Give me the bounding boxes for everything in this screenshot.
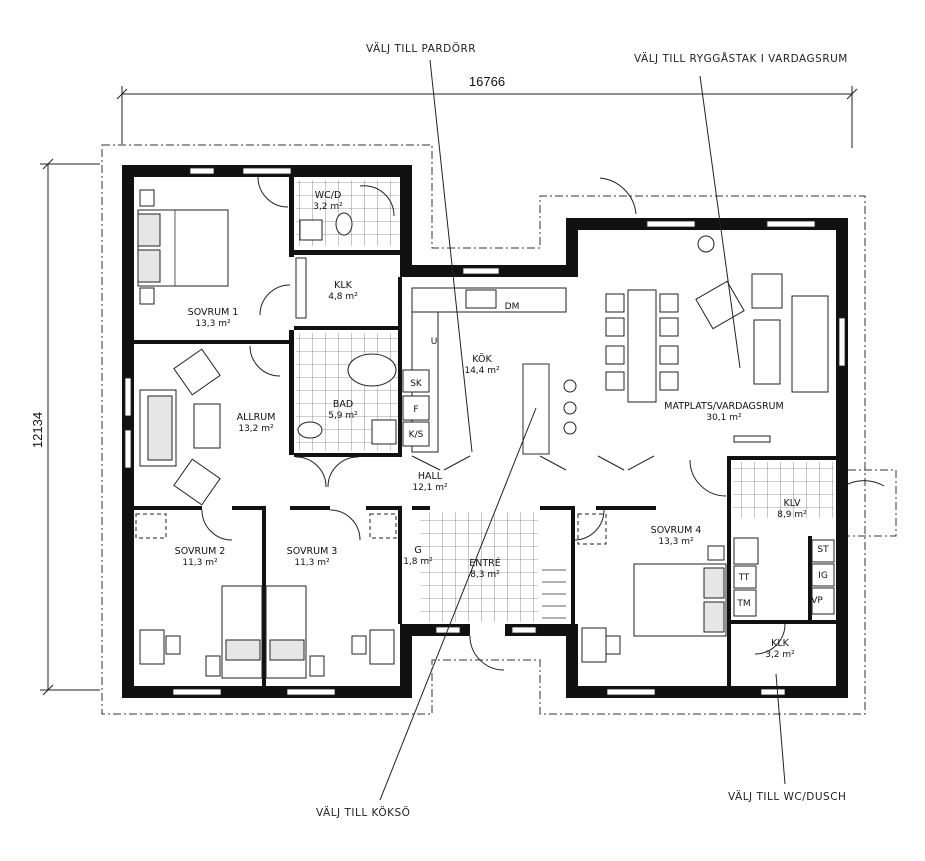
room-entre-area: 8,3 m² [470, 570, 500, 580]
appliance-f: F [413, 405, 418, 415]
room-klk1-name: KLK [334, 280, 353, 291]
note-ryggastak: VÄLJ TILL RYGGÅSTAK I VARDAGSRUM [634, 52, 848, 65]
room-matplats-name: MATPLATS/VARDAGSRUM [664, 401, 783, 412]
door-swings [201, 176, 885, 671]
dimension-height: 12134 [30, 158, 100, 696]
interior-walls [134, 177, 836, 686]
appliance-sk: SK [410, 379, 423, 389]
room-bad-area: 5,9 m² [328, 411, 358, 421]
bathroom-fixtures [295, 212, 397, 445]
note-kokso: VÄLJ TILL KÖKSÖ [316, 806, 410, 819]
note-wcdusch: VÄLJ TILL WC/DUSCH [728, 790, 846, 803]
sofa-allrum [139, 348, 221, 506]
room-g-area: 1,8 m² [403, 557, 433, 567]
entre-steps [542, 569, 566, 619]
room-sovrum3-area: 11,3 m² [294, 558, 330, 568]
room-allrum-area: 13,2 m² [238, 424, 274, 434]
room-klv-name: KLV [784, 498, 801, 509]
entre-tiles [420, 512, 538, 622]
living-dining-furniture [605, 235, 829, 443]
room-sovrum4-area: 13,3 m² [658, 537, 694, 547]
room-klk2-area: 3,2 m² [765, 650, 795, 660]
room-klv-area: 8,9 m² [777, 510, 807, 520]
room-wcd-name: WC/D [315, 190, 342, 201]
room-klk2-name: KLK [771, 638, 790, 649]
appliance-dm: DM [505, 302, 520, 312]
room-sovrum2-area: 11,3 m² [182, 558, 218, 568]
kitchen-island [522, 363, 550, 455]
room-kok-name: KÖK [472, 354, 492, 365]
height-dimension-text: 12134 [30, 412, 45, 448]
room-matplats-area: 30,1 m² [706, 413, 742, 423]
room-wcd-area: 3,2 m² [313, 202, 343, 212]
room-sovrum1-area: 13,3 m² [195, 319, 231, 329]
appliance-tt: TT [738, 573, 750, 583]
room-sovrum2-name: SOVRUM 2 [175, 546, 226, 557]
roof-outline [101, 144, 866, 715]
appliance-st: ST [817, 545, 829, 555]
width-dimension-text: 16766 [469, 74, 505, 89]
note-leaders [379, 59, 786, 801]
room-allrum-name: ALLRUM [237, 412, 276, 423]
laundry-fixtures [733, 537, 835, 617]
appliance-tm: TM [736, 599, 750, 609]
appliance-vp: VP [811, 596, 823, 606]
note-pardorr: VÄLJ TILL PARDÖRR [366, 42, 476, 55]
room-bad-name: BAD [333, 399, 353, 410]
klv-tiles [733, 462, 834, 518]
porch-outline [848, 469, 897, 537]
windows [124, 167, 846, 696]
room-entre-name: ENTRÉ [469, 557, 501, 569]
appliance-ig: IG [818, 571, 828, 581]
room-hall-name: HALL [418, 471, 443, 482]
room-kok-area: 14,4 m² [464, 366, 500, 376]
bed-sovrum4 [577, 513, 727, 663]
dimension-width: 16766 [116, 74, 858, 148]
appliance-u: U [431, 337, 438, 347]
room-hall-area: 12,1 m² [412, 483, 448, 493]
beds-sovrum2-3 [135, 513, 397, 679]
room-sovrum3-name: SOVRUM 3 [287, 546, 338, 557]
bed-sovrum1 [137, 189, 229, 305]
room-g-name: G [414, 545, 421, 556]
room-sovrum1-name: SOVRUM 1 [188, 307, 239, 318]
room-sovrum4-name: SOVRUM 4 [651, 525, 702, 536]
kitchen-units [402, 287, 577, 455]
room-klk1-area: 4,8 m² [328, 292, 358, 302]
appliance-ks: K/S [409, 430, 424, 440]
